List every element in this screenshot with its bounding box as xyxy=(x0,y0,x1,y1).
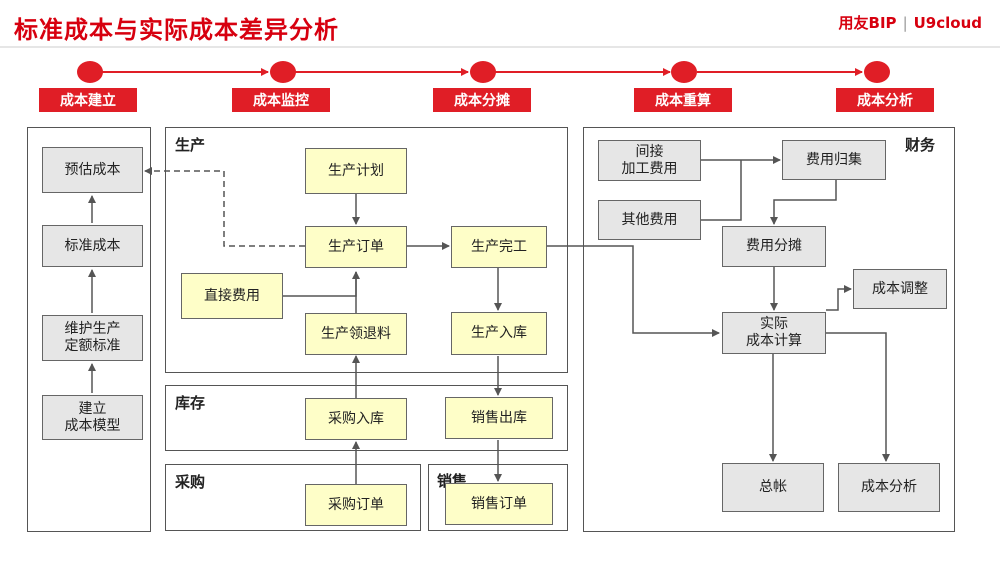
panel-title-inventory: 库存 xyxy=(175,394,206,412)
node-estimated-cost: 预估成本 xyxy=(42,147,143,193)
node-production-complete: 生产完工 xyxy=(451,226,547,268)
node-other-expense: 其他费用 xyxy=(598,200,701,240)
node-expense-collection: 费用归集 xyxy=(782,140,886,180)
panel-title-finance: 财务 xyxy=(905,136,936,154)
node-production-plan: 生产计划 xyxy=(305,148,407,194)
stage-label-cost-allocation: 成本分摊 xyxy=(433,88,531,112)
node-general-ledger: 总帐 xyxy=(722,463,824,512)
node-sales-issue: 销售出库 xyxy=(445,397,553,439)
node-indirect-processing-expense: 间接 加工费用 xyxy=(598,140,701,181)
node-build-cost-model: 建立 成本模型 xyxy=(42,395,143,440)
panel-title-purchase: 采购 xyxy=(175,473,206,491)
stage-label-cost-recalc: 成本重算 xyxy=(634,88,732,112)
stage-dot-4 xyxy=(671,61,697,83)
node-purchase-receipt: 采购入库 xyxy=(305,398,407,440)
node-production-material: 生产领退料 xyxy=(305,313,407,355)
brand-logo: 用友BIP | U9cloud xyxy=(839,12,982,33)
stage-label-cost-monitor: 成本监控 xyxy=(232,88,330,112)
stage-label-cost-analysis: 成本分析 xyxy=(836,88,934,112)
node-standard-cost: 标准成本 xyxy=(42,225,143,267)
node-production-order: 生产订单 xyxy=(305,226,407,268)
node-maintain-production-norm: 维护生产 定额标准 xyxy=(42,315,143,361)
node-sales-order: 销售订单 xyxy=(445,483,553,525)
title-divider xyxy=(0,46,1000,48)
node-production-receipt: 生产入库 xyxy=(451,312,547,355)
logo-brand: 用友BIP xyxy=(838,14,897,32)
page-title: 标准成本与实际成本差异分析 xyxy=(14,16,339,44)
panel-title-production: 生产 xyxy=(175,136,206,154)
logo-separator: | xyxy=(902,13,908,32)
stage-dot-3 xyxy=(470,61,496,83)
node-cost-analysis: 成本分析 xyxy=(838,463,940,512)
node-cost-adjustment: 成本调整 xyxy=(853,269,947,309)
stage-dot-2 xyxy=(270,61,296,83)
stage-dot-5 xyxy=(864,61,890,83)
node-expense-allocation: 费用分摊 xyxy=(722,226,826,267)
node-purchase-order: 采购订单 xyxy=(305,484,407,526)
node-actual-cost-calculation: 实际 成本计算 xyxy=(722,312,826,354)
logo-product: U9cloud xyxy=(913,13,982,32)
node-direct-expense: 直接费用 xyxy=(181,273,283,319)
stage-label-cost-setup: 成本建立 xyxy=(39,88,137,112)
stage-dot-1 xyxy=(77,61,103,83)
